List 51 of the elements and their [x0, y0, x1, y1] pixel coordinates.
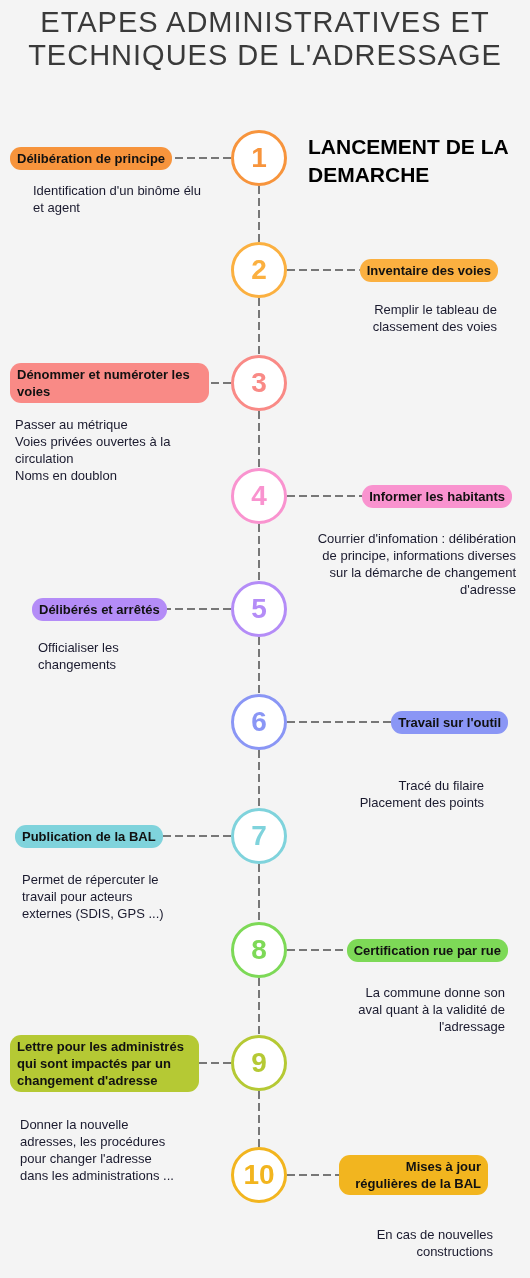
description-text: Courrier d'infomation : délibération de principe, informations diverses sur la démarche de changement d'adresse — [316, 530, 516, 598]
timeline-connector — [258, 749, 260, 809]
step-tag: Informer les habitants — [362, 484, 512, 508]
step-number-circle: 7 — [231, 808, 287, 864]
description-text: Placement des points — [359, 794, 484, 811]
description-text: Tracé du filaire — [398, 777, 484, 794]
description-text: En cas de nouvelles constructions — [375, 1226, 493, 1260]
timeline-connector — [258, 185, 260, 243]
step-number-circle: 5 — [231, 581, 287, 637]
step-number-circle: 10 — [231, 1147, 287, 1203]
timeline-connector — [258, 1090, 260, 1148]
description-text: Passer au métrique — [15, 416, 128, 433]
step-number-circle: 4 — [231, 468, 287, 524]
step-tag: Publication de la BAL — [15, 824, 163, 848]
description-text: Permet de répercuter le travail pour acteurs externes (SDIS, GPS ...) — [22, 871, 165, 922]
step-number-circle: 8 — [231, 922, 287, 978]
timeline-connector — [258, 977, 260, 1036]
timeline-connector — [258, 297, 260, 356]
description-text: Identification d'un binôme élu et agent — [33, 182, 202, 216]
title: ETAPES ADMINISTRATIVES ET TECHNIQUES DE L'ADRESSAGE — [27, 6, 503, 72]
description-text: La commune donne son aval quant à la validité de l'adressage — [357, 984, 505, 1035]
description-text: Noms en doublon — [15, 467, 117, 484]
step-number-circle: 3 — [231, 355, 287, 411]
step-tag: Délibération de principe — [10, 146, 173, 170]
leader-line — [161, 835, 232, 837]
leader-line — [165, 608, 232, 610]
step-tag: Certification rue par rue — [346, 938, 508, 962]
step-number-circle: 1 — [231, 130, 287, 186]
leader-line — [286, 1174, 340, 1176]
step-tag: Lettre pour les administrés qui sont impactés par un changement d'adresse — [10, 1034, 199, 1092]
timeline-connector — [258, 410, 260, 469]
leader-line — [286, 495, 364, 497]
step-tag: Travail sur l'outil — [391, 710, 508, 734]
timeline-connector — [258, 863, 260, 923]
step-tag: Inventaire des voies — [359, 258, 498, 282]
step-number-circle: 9 — [231, 1035, 287, 1091]
timeline-connector — [258, 636, 260, 695]
leader-line — [198, 1062, 232, 1064]
description-text: Donner la nouvelle adresses, les procédures pour changer l'adresse dans les administrations ... — [20, 1116, 175, 1184]
leader-line — [208, 382, 232, 384]
step-number-circle: 2 — [231, 242, 287, 298]
description-text: Voies privées ouvertes à la circulation — [15, 433, 172, 467]
description-text: Officialiser les changements — [38, 639, 120, 673]
timeline-connector — [258, 523, 260, 582]
step-tag: Mises à jour régulières de la BAL — [339, 1155, 488, 1195]
step-tag: Délibérés et arrêtés — [32, 597, 167, 621]
step-tag: Dénommer et numéroter les voies — [10, 363, 209, 403]
step-number-circle: 6 — [231, 694, 287, 750]
heading-label: LANCEMENT DE LA DEMARCHE — [308, 134, 509, 188]
leader-line — [286, 721, 393, 723]
description-text: Remplir le tableau de classement des voies — [371, 301, 497, 335]
